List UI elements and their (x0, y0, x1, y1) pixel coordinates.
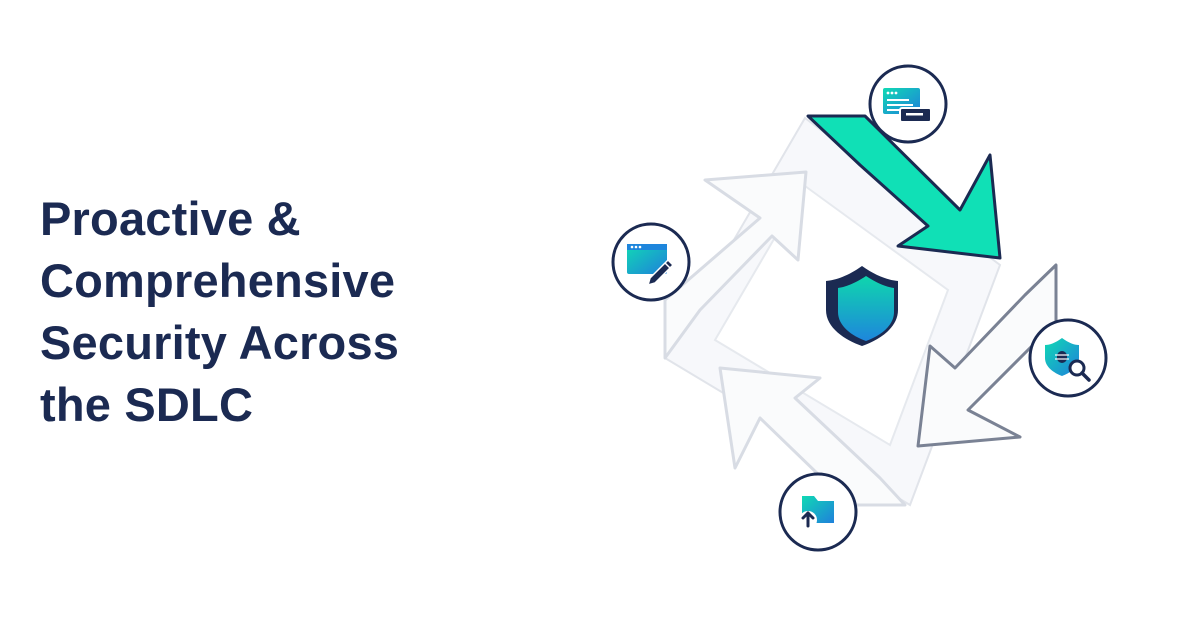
arrow-top-right-highlight (806, 114, 1002, 260)
arrow-bottom-right (916, 263, 1058, 448)
code-window-icon (868, 64, 948, 144)
page-headline: Proactive & Comprehensive Security Acros… (40, 188, 500, 436)
edit-window-icon (611, 222, 691, 302)
headline-line-3: Security Across (40, 316, 400, 369)
folder-upload-icon (778, 472, 858, 552)
arrow-top-left (663, 170, 808, 360)
headline-line-1: Proactive & (40, 192, 301, 245)
headline-line-2: Comprehensive (40, 254, 396, 307)
headline-line-4: the SDLC (40, 378, 254, 431)
bug-search-shield-icon (1028, 318, 1108, 398)
shield-icon (826, 266, 898, 346)
